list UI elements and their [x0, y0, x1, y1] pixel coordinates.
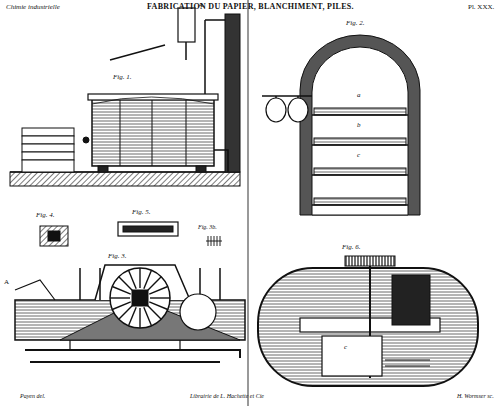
engraver-credit: H. Wormser sc. — [457, 393, 494, 400]
callout-letter: a — [356, 92, 362, 100]
roller-bar — [139, 268, 140, 288]
series-name: Chimie industrielle — [6, 4, 60, 12]
plate-title: FABRICATION DU PAPIER, BLANCHIMENT, PILE… — [147, 3, 354, 12]
detail-figures — [40, 222, 222, 246]
roller-bar — [112, 302, 130, 310]
beater-engine — [15, 265, 245, 362]
roller-bar — [139, 308, 140, 328]
publisher-credit: Librairie de L. Hachette et Cie — [190, 393, 264, 400]
roller-bar — [149, 302, 167, 310]
callout-letter: A — [198, 2, 203, 10]
callout-letter: c — [343, 344, 348, 352]
roller-bar — [119, 277, 133, 291]
roller-bar — [129, 307, 137, 325]
roller-bar — [112, 287, 130, 295]
figure-number: Fig. 5. — [132, 209, 150, 217]
plate-number: Pl. XXX. — [468, 4, 494, 12]
roller-bar — [147, 277, 161, 291]
roller-bar — [129, 270, 137, 288]
callout-letter: A — [4, 279, 9, 287]
callout-letter: b — [356, 122, 362, 130]
bleaching-chamber — [262, 35, 420, 215]
figure-number: Fig. 6. — [342, 244, 360, 252]
roller-bar — [110, 297, 130, 298]
engraver-credit: Payen del. — [20, 393, 45, 400]
figure-number: Fig. 1. — [112, 74, 132, 82]
figure-number: Fig. 4. — [36, 212, 54, 220]
roller-bar — [150, 297, 170, 298]
roller-bar — [147, 305, 161, 319]
roller-bar — [144, 307, 152, 325]
vat-figure — [10, 8, 240, 186]
figure-number: Fig. 3. — [108, 253, 126, 261]
roller-bar — [144, 270, 152, 288]
roller-bar — [149, 287, 167, 295]
figure-number: Fig. 3b. — [198, 224, 217, 231]
figure-number: Fig. 2. — [346, 20, 364, 28]
beater-plan — [258, 256, 478, 386]
roller-bar — [119, 305, 133, 319]
gutter — [247, 0, 249, 406]
callout-letter: c — [356, 152, 361, 160]
